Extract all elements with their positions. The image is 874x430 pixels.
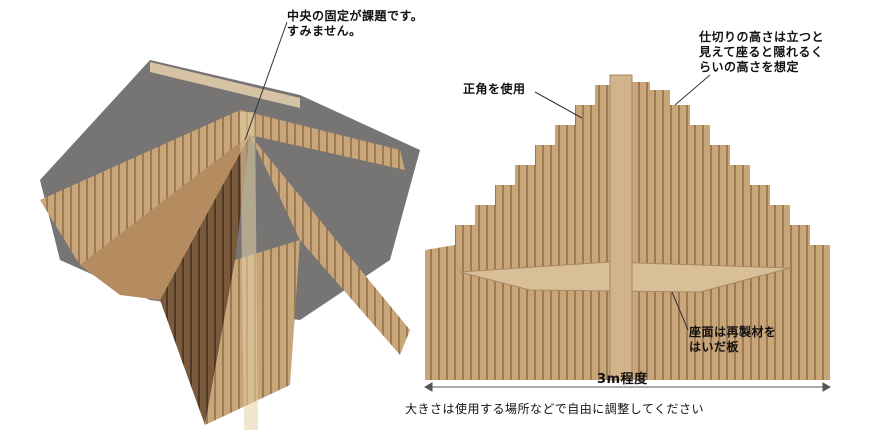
leader-right-angle (534, 91, 583, 119)
leader-center (244, 21, 288, 141)
center-post (609, 74, 633, 381)
dimension-line (423, 382, 832, 392)
wall-panel-upper-left (40, 110, 250, 265)
right-angle-note: 正角を使用 (463, 82, 526, 96)
wall-panel-upper-right (240, 110, 405, 170)
center-post (240, 112, 258, 430)
leader-bench (671, 291, 689, 331)
front-elevation (425, 74, 830, 381)
dark-interior (160, 135, 250, 425)
dimension-label: 3m程度 (597, 372, 648, 387)
isometric-view (40, 60, 420, 430)
wall-panel-lower-left (80, 135, 250, 300)
size-adjustment-note: 大きさは使用する場所などで自由に調整してください (405, 402, 705, 416)
wall-panel-right (250, 135, 410, 355)
bench-material-note: 座面は再製材を はいだ板 (689, 325, 777, 354)
center-fixing-note: 中央の固定が課題です。 すみません。 (287, 9, 424, 38)
partition-height-note: 仕切りの高さは立つと 見えて座ると隠れるく らいの高さを想定 (699, 30, 825, 74)
back-wall-top-edge (150, 62, 300, 108)
leader-height (674, 74, 711, 106)
